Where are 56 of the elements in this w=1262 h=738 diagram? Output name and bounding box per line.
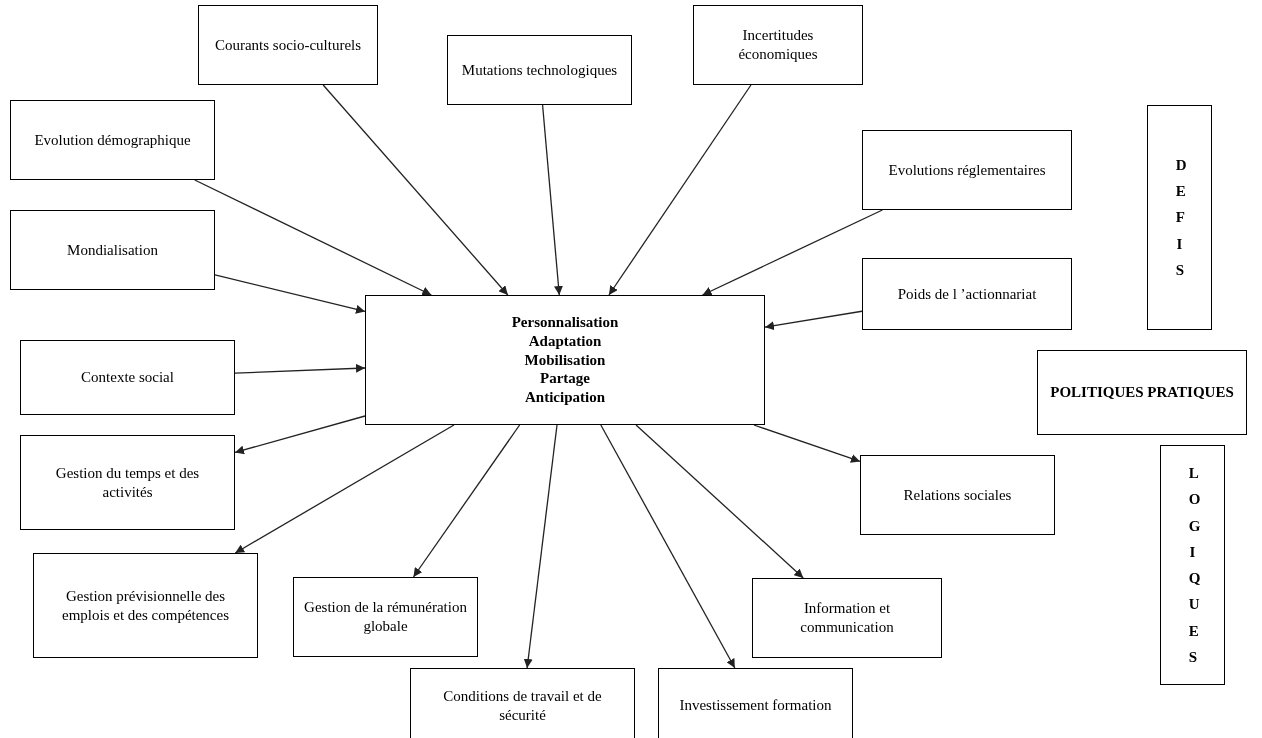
box-text: Adaptation bbox=[528, 331, 602, 351]
topic-box bbox=[862, 258, 1072, 330]
topic-box bbox=[693, 5, 863, 85]
arrow bbox=[194, 179, 432, 296]
topic-box bbox=[447, 35, 632, 105]
box-text: DEFIS bbox=[1175, 155, 1184, 280]
topic-box bbox=[10, 100, 215, 180]
topic-box bbox=[33, 553, 258, 658]
arrow bbox=[764, 310, 863, 331]
topic-box bbox=[860, 455, 1055, 535]
arrow bbox=[753, 424, 861, 463]
box-text: Anticipation bbox=[525, 388, 605, 407]
arrow bbox=[322, 84, 509, 296]
box-text: POLITIQUES PRATIQUES bbox=[1050, 383, 1234, 402]
arrow bbox=[600, 424, 736, 669]
topic-box bbox=[410, 668, 635, 738]
arrow bbox=[608, 84, 752, 296]
box-text: Mondialisation bbox=[67, 240, 158, 260]
topic-box bbox=[862, 130, 1072, 210]
box-text: Partage bbox=[540, 369, 590, 389]
box-text: Courants socio-culturels bbox=[214, 35, 362, 55]
arrow bbox=[523, 424, 558, 669]
topic-box bbox=[293, 577, 478, 657]
box-text: Incertitudes économiques bbox=[737, 26, 819, 64]
arrow bbox=[234, 363, 366, 374]
arrow bbox=[214, 274, 366, 314]
arrow bbox=[635, 424, 804, 579]
topic-box bbox=[658, 668, 853, 738]
topic-box bbox=[20, 340, 235, 415]
box-text: Gestion de la rémunération globale bbox=[303, 598, 468, 636]
box-text: Gestion prévisionnelle des emplois et des compétences bbox=[61, 586, 230, 625]
box-text: Poids de l ’actionnariat bbox=[897, 284, 1037, 304]
arrow bbox=[412, 424, 521, 578]
topic-box bbox=[1160, 445, 1225, 685]
topic-box bbox=[198, 5, 378, 85]
box-text: Information et communication bbox=[799, 599, 895, 637]
box-text: Gestion du temps et des activités bbox=[54, 463, 201, 502]
arrow bbox=[234, 415, 366, 455]
topic-box bbox=[1147, 105, 1212, 330]
box-text: Relations sociales bbox=[903, 485, 1012, 505]
box-text: Conditions de travail et de sécurité bbox=[442, 686, 603, 725]
box-text: Investissement formation bbox=[679, 696, 832, 715]
box-text: Evolutions réglementaires bbox=[888, 160, 1046, 180]
box-text: Mutations technologiques bbox=[461, 60, 618, 80]
box-text: Mobilisation bbox=[524, 350, 606, 370]
arrow bbox=[234, 424, 455, 554]
topic-box bbox=[1037, 350, 1247, 435]
box-text: Personnalisation bbox=[511, 313, 619, 332]
arrow bbox=[541, 104, 563, 296]
topic-box bbox=[10, 210, 215, 290]
central-box bbox=[365, 295, 765, 425]
topic-box bbox=[752, 578, 942, 658]
arrow bbox=[701, 209, 883, 296]
topic-box bbox=[20, 435, 235, 530]
box-text: Evolution démographique bbox=[34, 130, 191, 150]
box-text: Contexte social bbox=[81, 368, 174, 387]
